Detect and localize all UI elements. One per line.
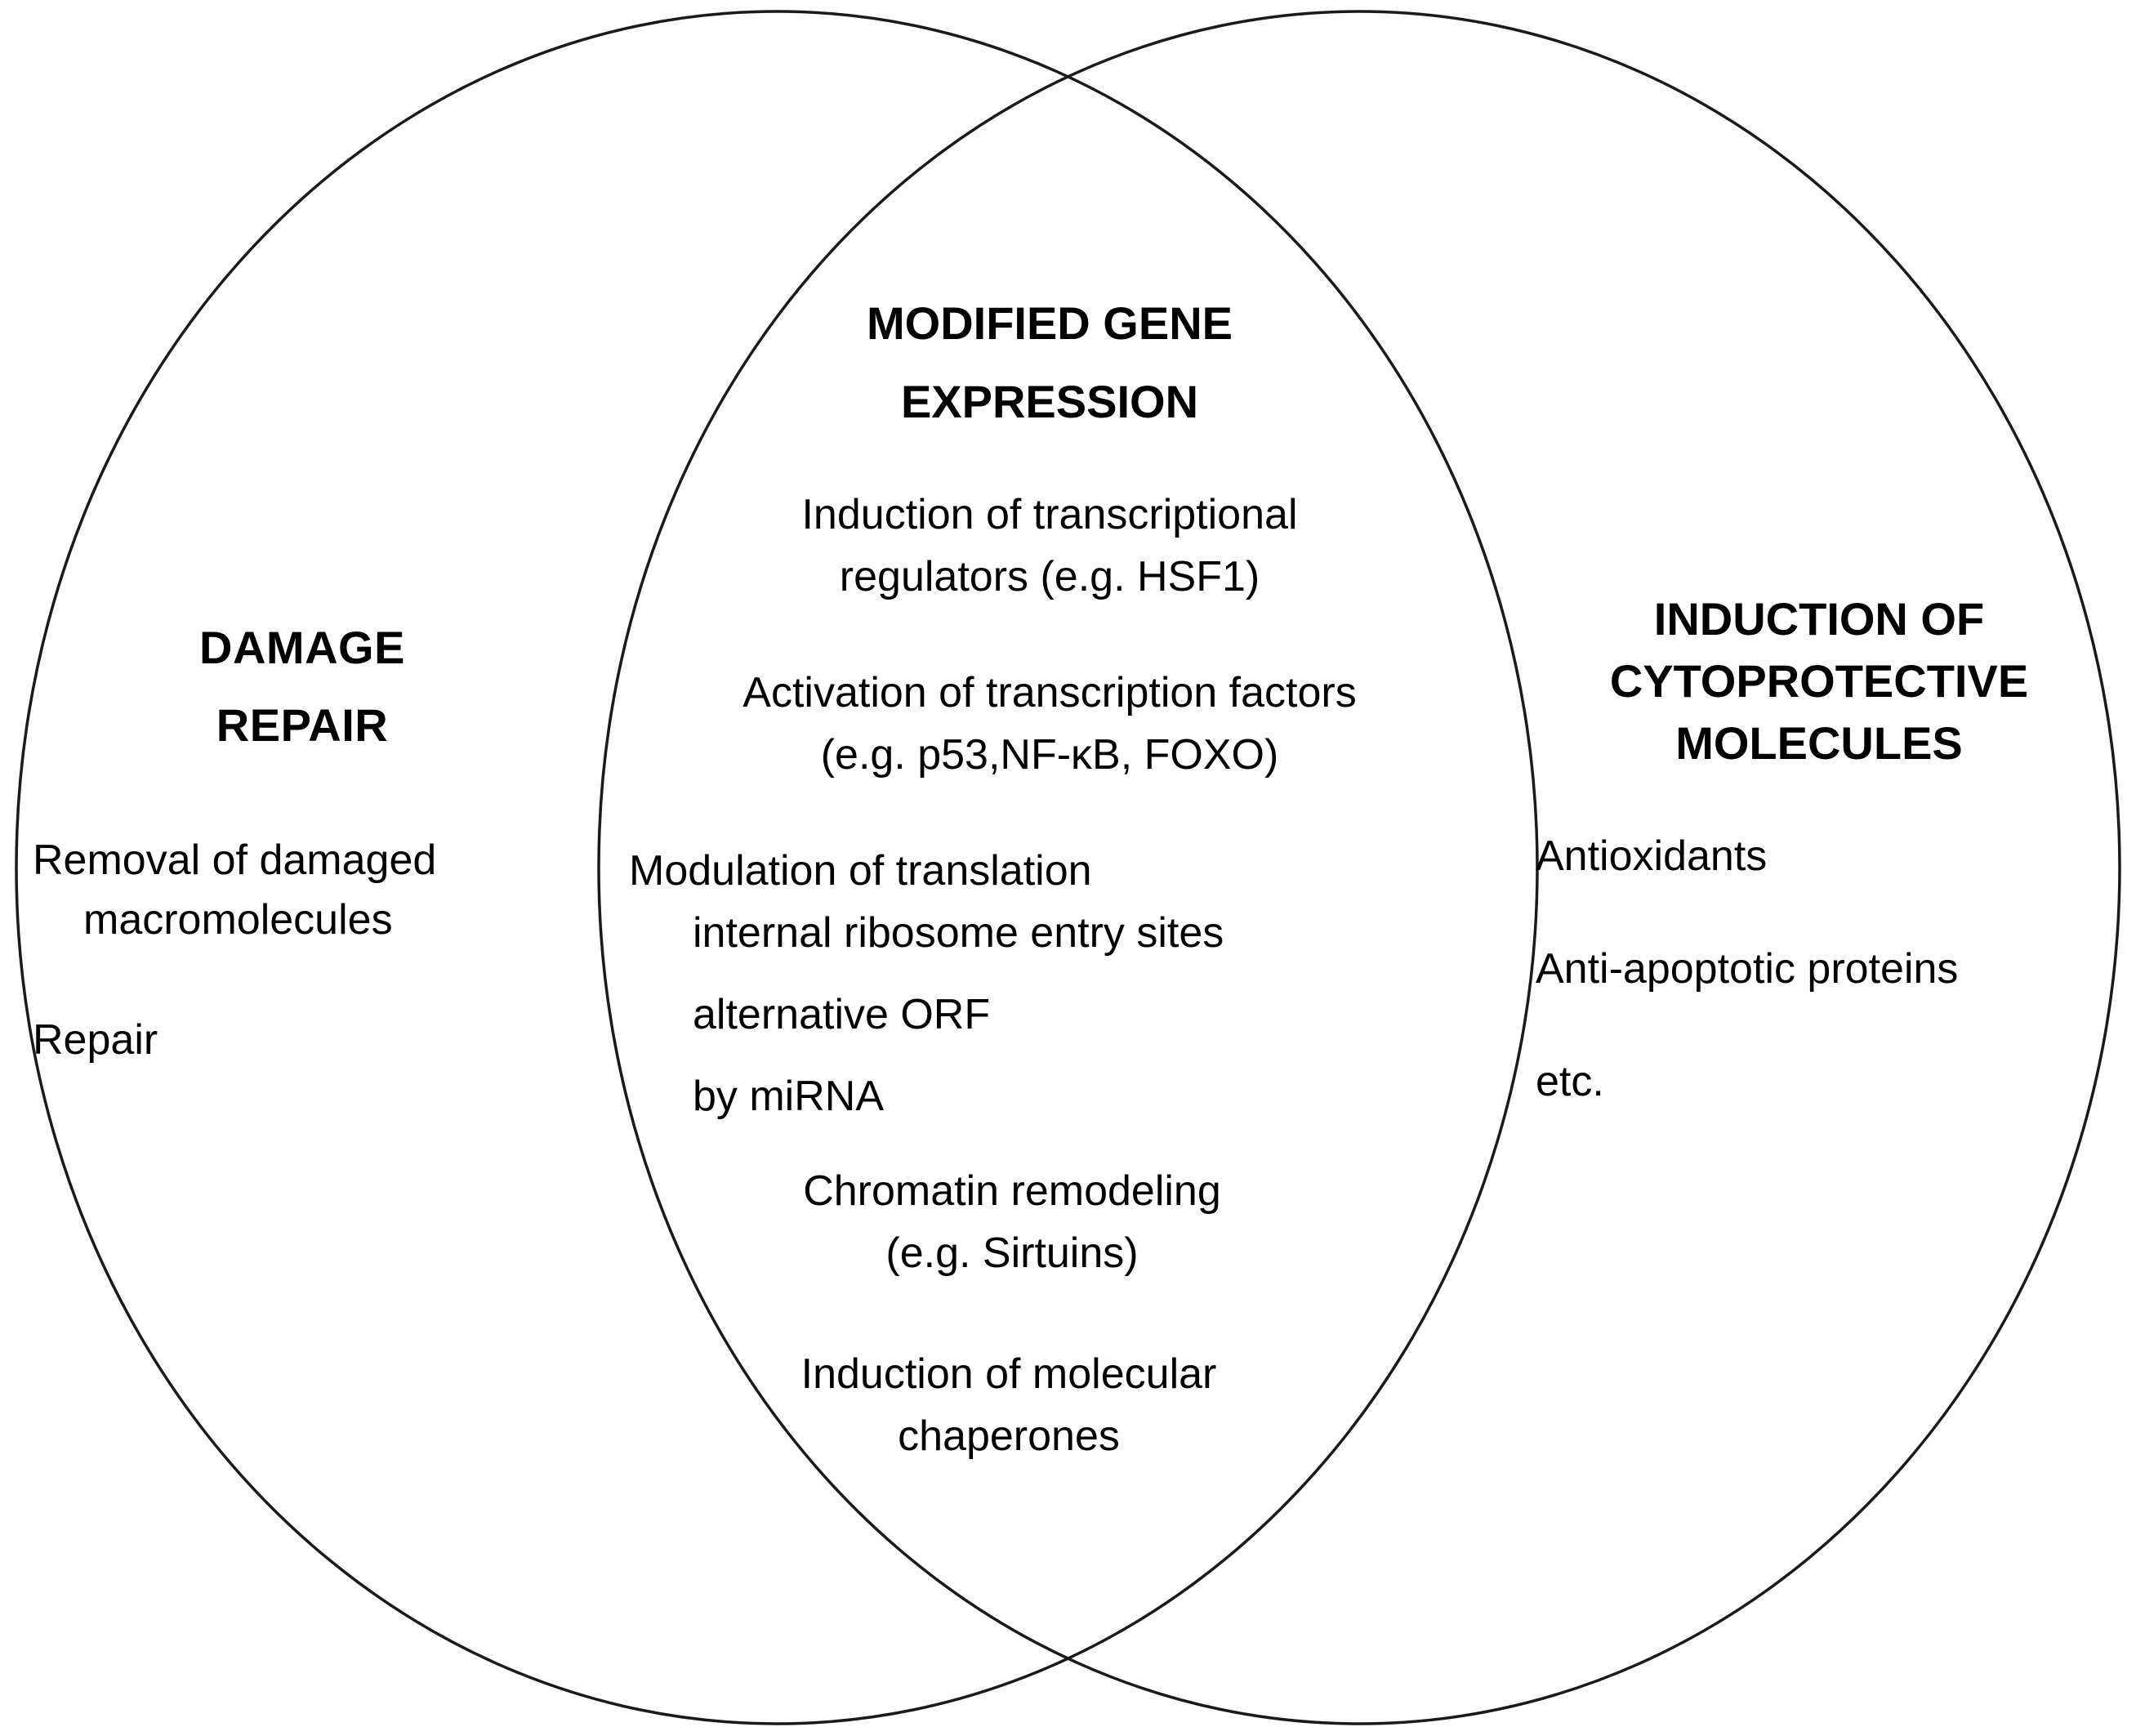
left-items-spacer <box>33 950 572 1011</box>
center-g1-line-1: Induction of transcriptional <box>801 491 1298 538</box>
right-items-spacer-1 <box>1536 886 2117 939</box>
center-g5-line-2: chaperones <box>898 1412 1120 1460</box>
center-g2-line-1: Activation of transcription factors <box>742 669 1357 716</box>
right-title-line-3: MOLECULES <box>1675 717 1963 769</box>
left-circle-title: DAMAGE REPAIR <box>33 609 572 764</box>
right-items-spacer-2 <box>1536 998 2117 1052</box>
left-item-1-line-1: Removal of damaged <box>33 837 437 884</box>
left-circle-outline <box>15 10 1539 1725</box>
center-group-molecular-chaperones: Induction of molecular chaperones <box>604 1343 1495 1467</box>
center-g3-spacer-2 <box>629 1046 1495 1065</box>
right-item-2: Anti-apoptotic proteins <box>1536 945 1959 993</box>
right-item-3: etc. <box>1536 1058 1604 1105</box>
left-circle-content: DAMAGE REPAIR Removal of damaged macromo… <box>33 609 572 1070</box>
right-title-line-1: INDUCTION OF <box>1653 593 1985 645</box>
right-title-line-2: CYTOPROTECTIVE <box>1609 655 2029 707</box>
right-circle-outline <box>597 10 2121 1725</box>
center-overlap-content: MODIFIED GENE EXPRESSION Induction of tr… <box>604 284 1495 1467</box>
left-item-2: Repair <box>33 1016 158 1064</box>
left-item-1-line-2: macromolecules <box>83 896 393 944</box>
right-circle-items: Antioxidants Anti-apoptotic proteins etc… <box>1521 827 2117 1111</box>
center-g2-line-2: (e.g. p53,NF-κB, FOXO) <box>820 731 1279 779</box>
right-item-1: Antioxidants <box>1536 832 1768 880</box>
left-title-line-2: REPAIR <box>216 699 389 751</box>
center-g4-line-1: Chromatin remodeling <box>803 1167 1221 1215</box>
center-group-transcription-factors: Activation of transcription factors (e.g… <box>604 662 1495 786</box>
center-g3-spacer-1 <box>629 964 1495 984</box>
center-g4-line-2: (e.g. Sirtuins) <box>885 1229 1139 1277</box>
center-g3-line-3: alternative ORF <box>693 991 991 1038</box>
left-title-line-1: DAMAGE <box>199 622 405 673</box>
center-g5-line-1: Induction of molecular <box>800 1350 1217 1398</box>
left-circle-items: Removal of damaged macromolecules Repair <box>33 831 572 1070</box>
center-title-line-2: EXPRESSION <box>900 376 1199 427</box>
center-title-line-1: MODIFIED GENE <box>866 297 1233 349</box>
center-g3-line-2: internal ribosome entry sites <box>693 909 1224 957</box>
center-group-chromatin-remodeling: Chromatin remodeling (e.g. Sirtuins) <box>604 1160 1495 1284</box>
center-g3-line-4: by miRNA <box>693 1073 885 1120</box>
center-g1-line-2: regulators (e.g. HSF1) <box>839 553 1260 600</box>
right-circle-title: INDUCTION OF CYTOPROTECTIVE MOLECULES <box>1521 588 2117 774</box>
center-group-transcriptional-regulators: Induction of transcriptional regulators … <box>604 484 1495 608</box>
right-circle-content: INDUCTION OF CYTOPROTECTIVE MOLECULES An… <box>1521 588 2117 1111</box>
center-g3-line-1: Modulation of translation <box>629 847 1092 895</box>
center-group-modulation-of-translation: Modulation of translation internal ribos… <box>604 840 1495 1127</box>
center-overlap-title: MODIFIED GENE EXPRESSION <box>604 284 1495 441</box>
